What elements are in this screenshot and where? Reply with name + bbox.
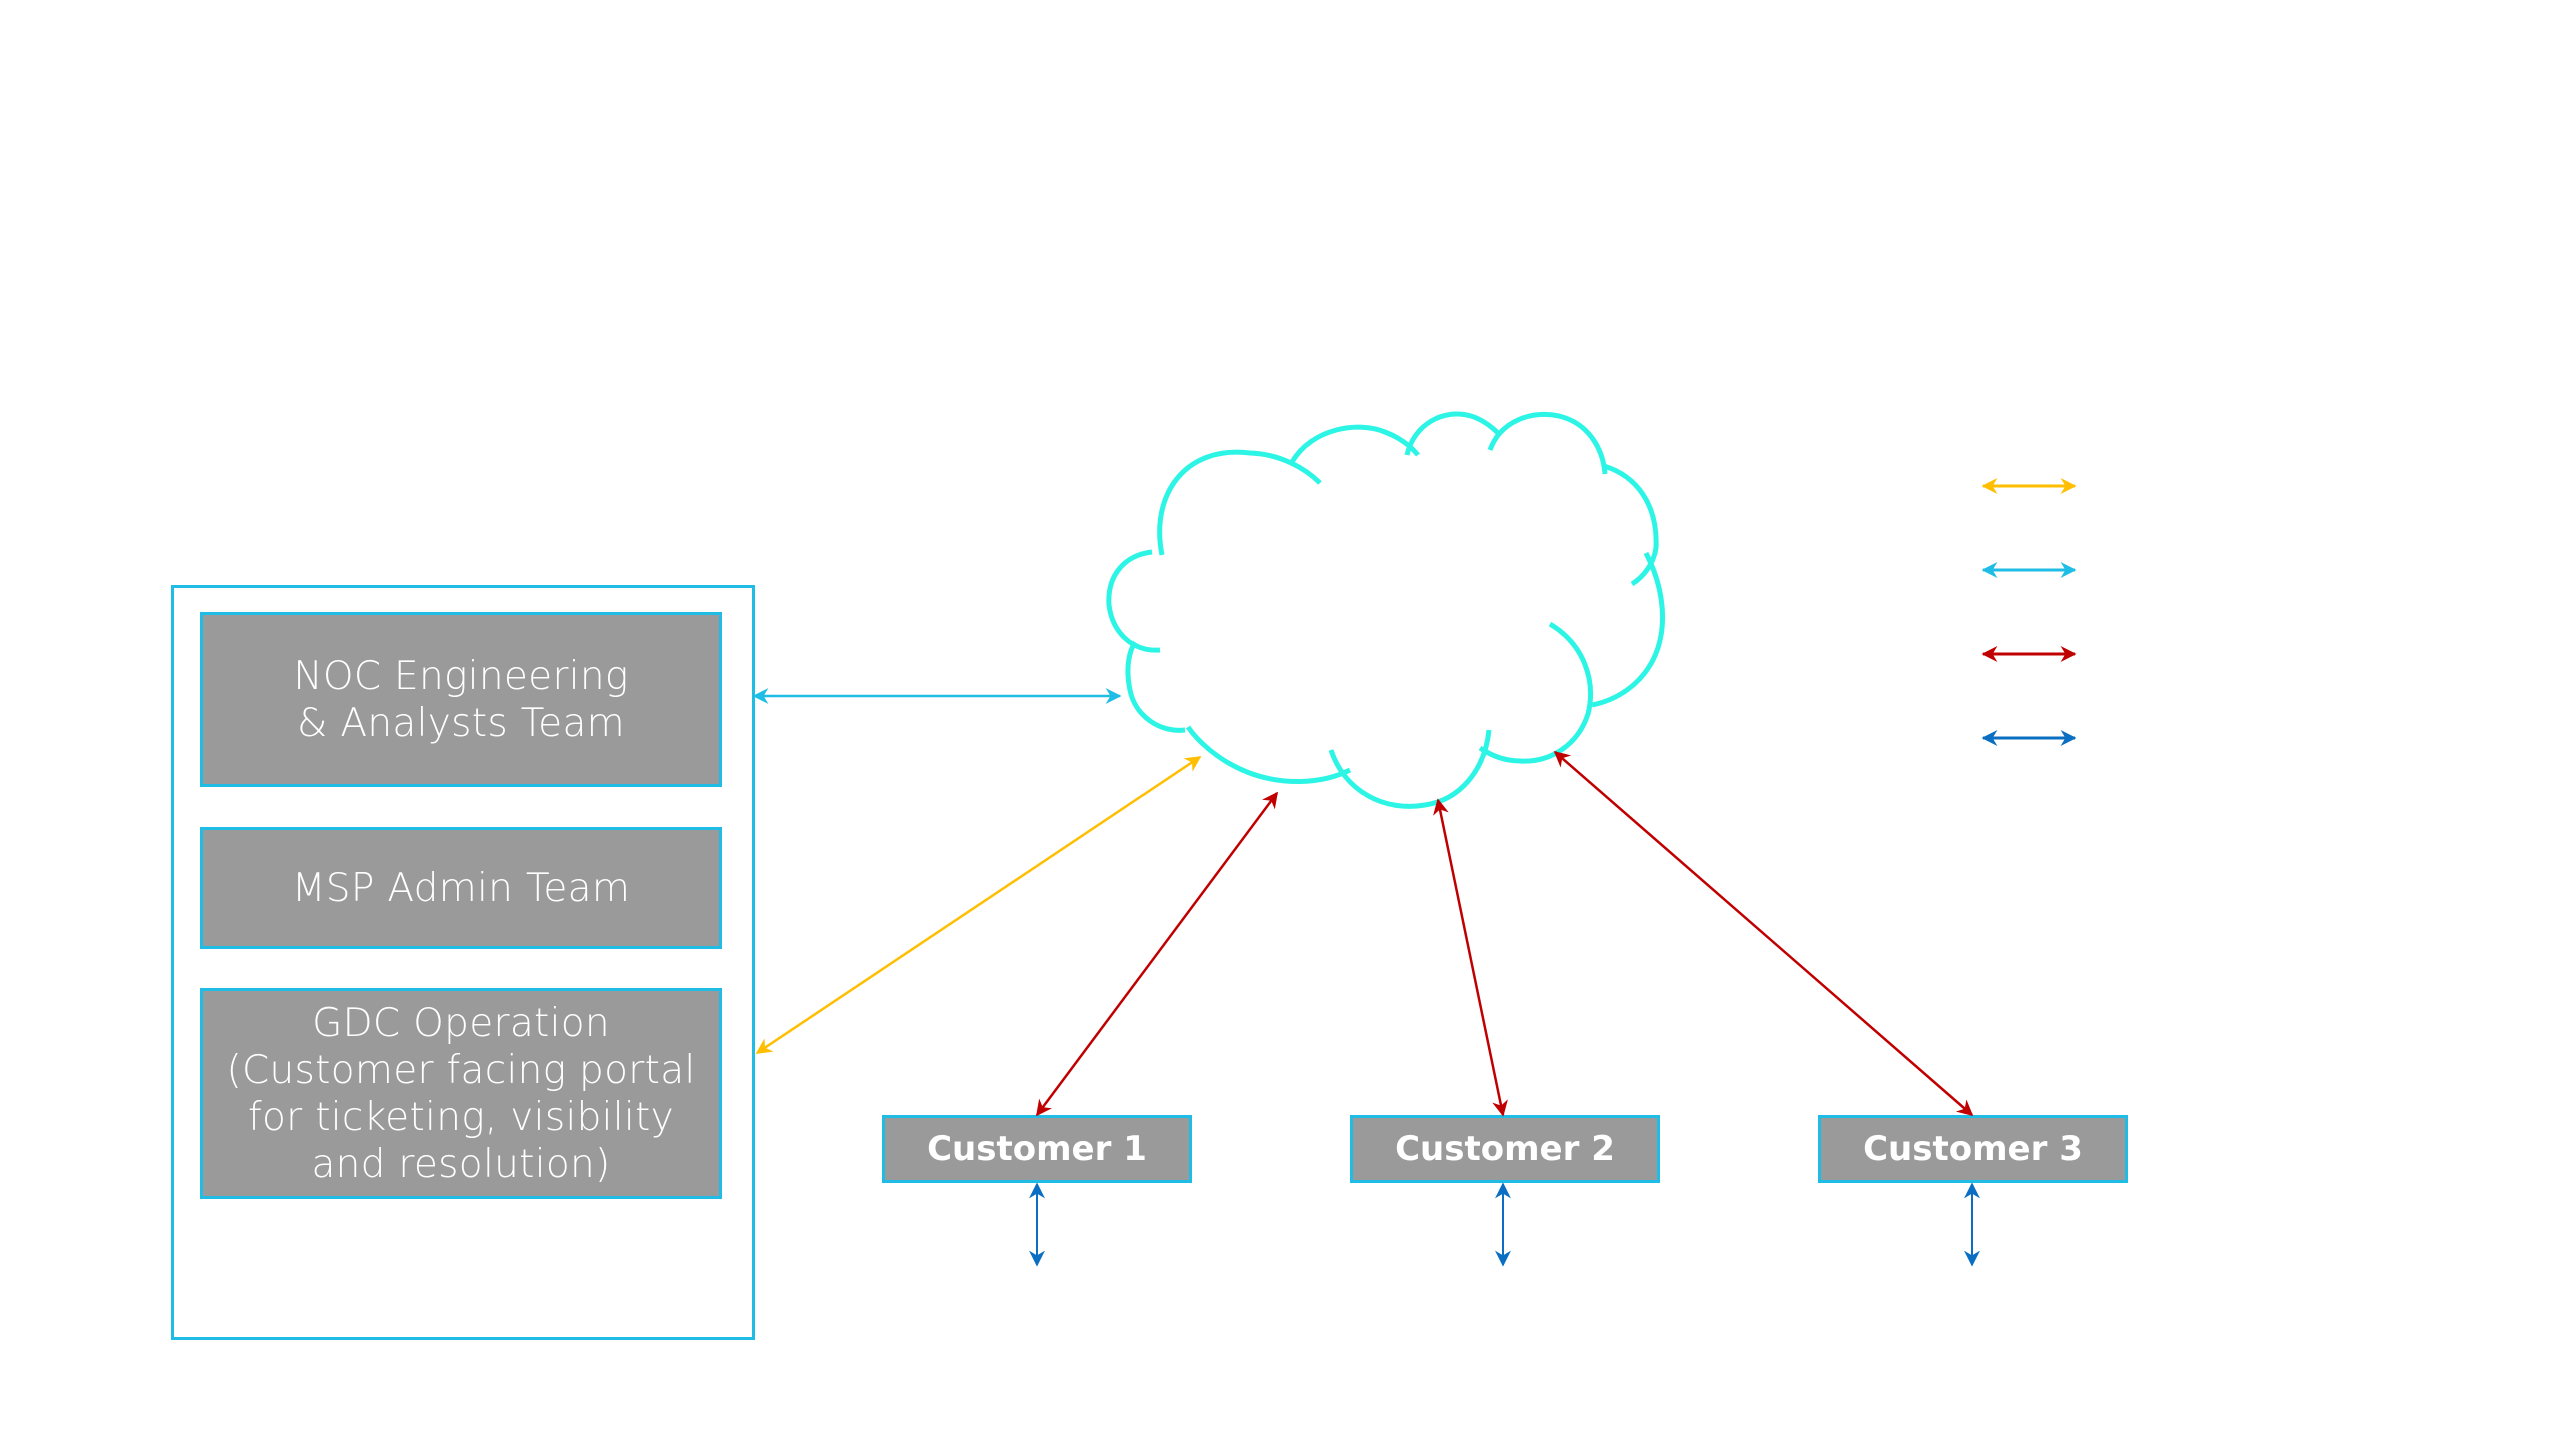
customer-1-cloud-link-arrow[interactable]	[1035, 791, 1279, 1117]
cloud-outline	[1106, 549, 1161, 653]
cloud-outline	[1603, 463, 1659, 587]
customer-2-label: Customer 2	[1395, 1129, 1615, 1169]
customer-1-label: Customer 1	[927, 1129, 1147, 1169]
gdc-operation-box[interactable]: GDC Operation (Customer facing portal fo…	[200, 988, 722, 1199]
cloud-outline	[1328, 729, 1492, 809]
gdc-team-label: GDC Operation (Customer facing portal fo…	[226, 1000, 696, 1187]
customer-1-box[interactable]: Customer 1	[882, 1115, 1192, 1183]
gdc-cloud-link-arrow[interactable]	[755, 755, 1202, 1055]
cloud-outline	[1478, 621, 1593, 764]
customer-2-box[interactable]: Customer 2	[1350, 1115, 1660, 1183]
cloud-outline	[1487, 412, 1608, 475]
cloud-icon[interactable]	[1106, 411, 1665, 809]
msp-team-label: MSP Admin Team	[291, 865, 631, 911]
msp-admin-team-box[interactable]: MSP Admin Team	[200, 827, 722, 949]
cloud-outline	[1125, 640, 1186, 733]
legend	[1981, 478, 2077, 746]
cloud-outline	[1185, 725, 1352, 784]
cloud-outline	[1404, 411, 1501, 456]
noc-engineering-team-box[interactable]: NOC Engineering & Analysts Team	[200, 612, 722, 787]
cloud-outline	[1289, 424, 1420, 464]
noc-team-label: NOC Engineering & Analysts Team	[293, 653, 629, 746]
customer-3-box[interactable]: Customer 3	[1818, 1115, 2128, 1183]
cloud-outline	[1157, 449, 1322, 556]
cloud-outline	[1591, 551, 1665, 708]
customer-3-label: Customer 3	[1863, 1129, 2083, 1169]
customer-2-cloud-link-arrow[interactable]	[1433, 798, 1508, 1117]
customer-3-cloud-link-arrow[interactable]	[1553, 750, 1974, 1117]
operations-container	[171, 585, 755, 1340]
